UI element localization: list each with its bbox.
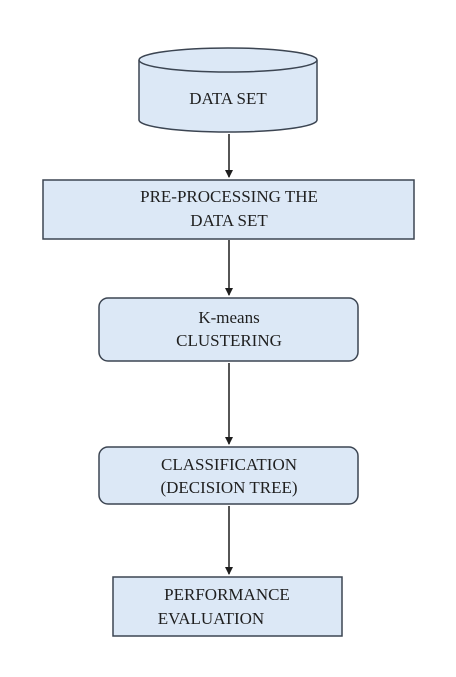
node-performance: PERFORMANCE EVALUATION xyxy=(112,576,343,637)
kmeans-label-line2: CLUSTERING xyxy=(176,331,282,350)
performance-label-line2: EVALUATION xyxy=(158,609,264,628)
preprocessing-box xyxy=(42,179,415,240)
dataset-cylinder-body xyxy=(138,60,318,133)
kmeans-label-line1: K-means xyxy=(198,308,259,327)
classification-label-line1: CLASSIFICATION xyxy=(161,455,297,474)
node-classification: CLASSIFICATION (DECISION TREE) xyxy=(98,446,359,505)
node-preprocessing: PRE-PROCESSING THE DATA SET xyxy=(42,179,415,240)
node-dataset: DATA SET xyxy=(138,47,318,133)
dataset-label: DATA SET xyxy=(189,89,267,108)
dataset-cylinder-top xyxy=(138,47,318,73)
preprocessing-label-line1: PRE-PROCESSING THE xyxy=(140,187,318,206)
node-kmeans: K-means CLUSTERING xyxy=(98,297,359,362)
performance-label-line1: PERFORMANCE xyxy=(164,585,290,604)
classification-label-line2: (DECISION TREE) xyxy=(160,478,297,497)
kmeans-box xyxy=(98,297,359,362)
performance-box xyxy=(112,576,343,637)
classification-box xyxy=(98,446,359,505)
preprocessing-label-line2: DATA SET xyxy=(190,211,268,230)
